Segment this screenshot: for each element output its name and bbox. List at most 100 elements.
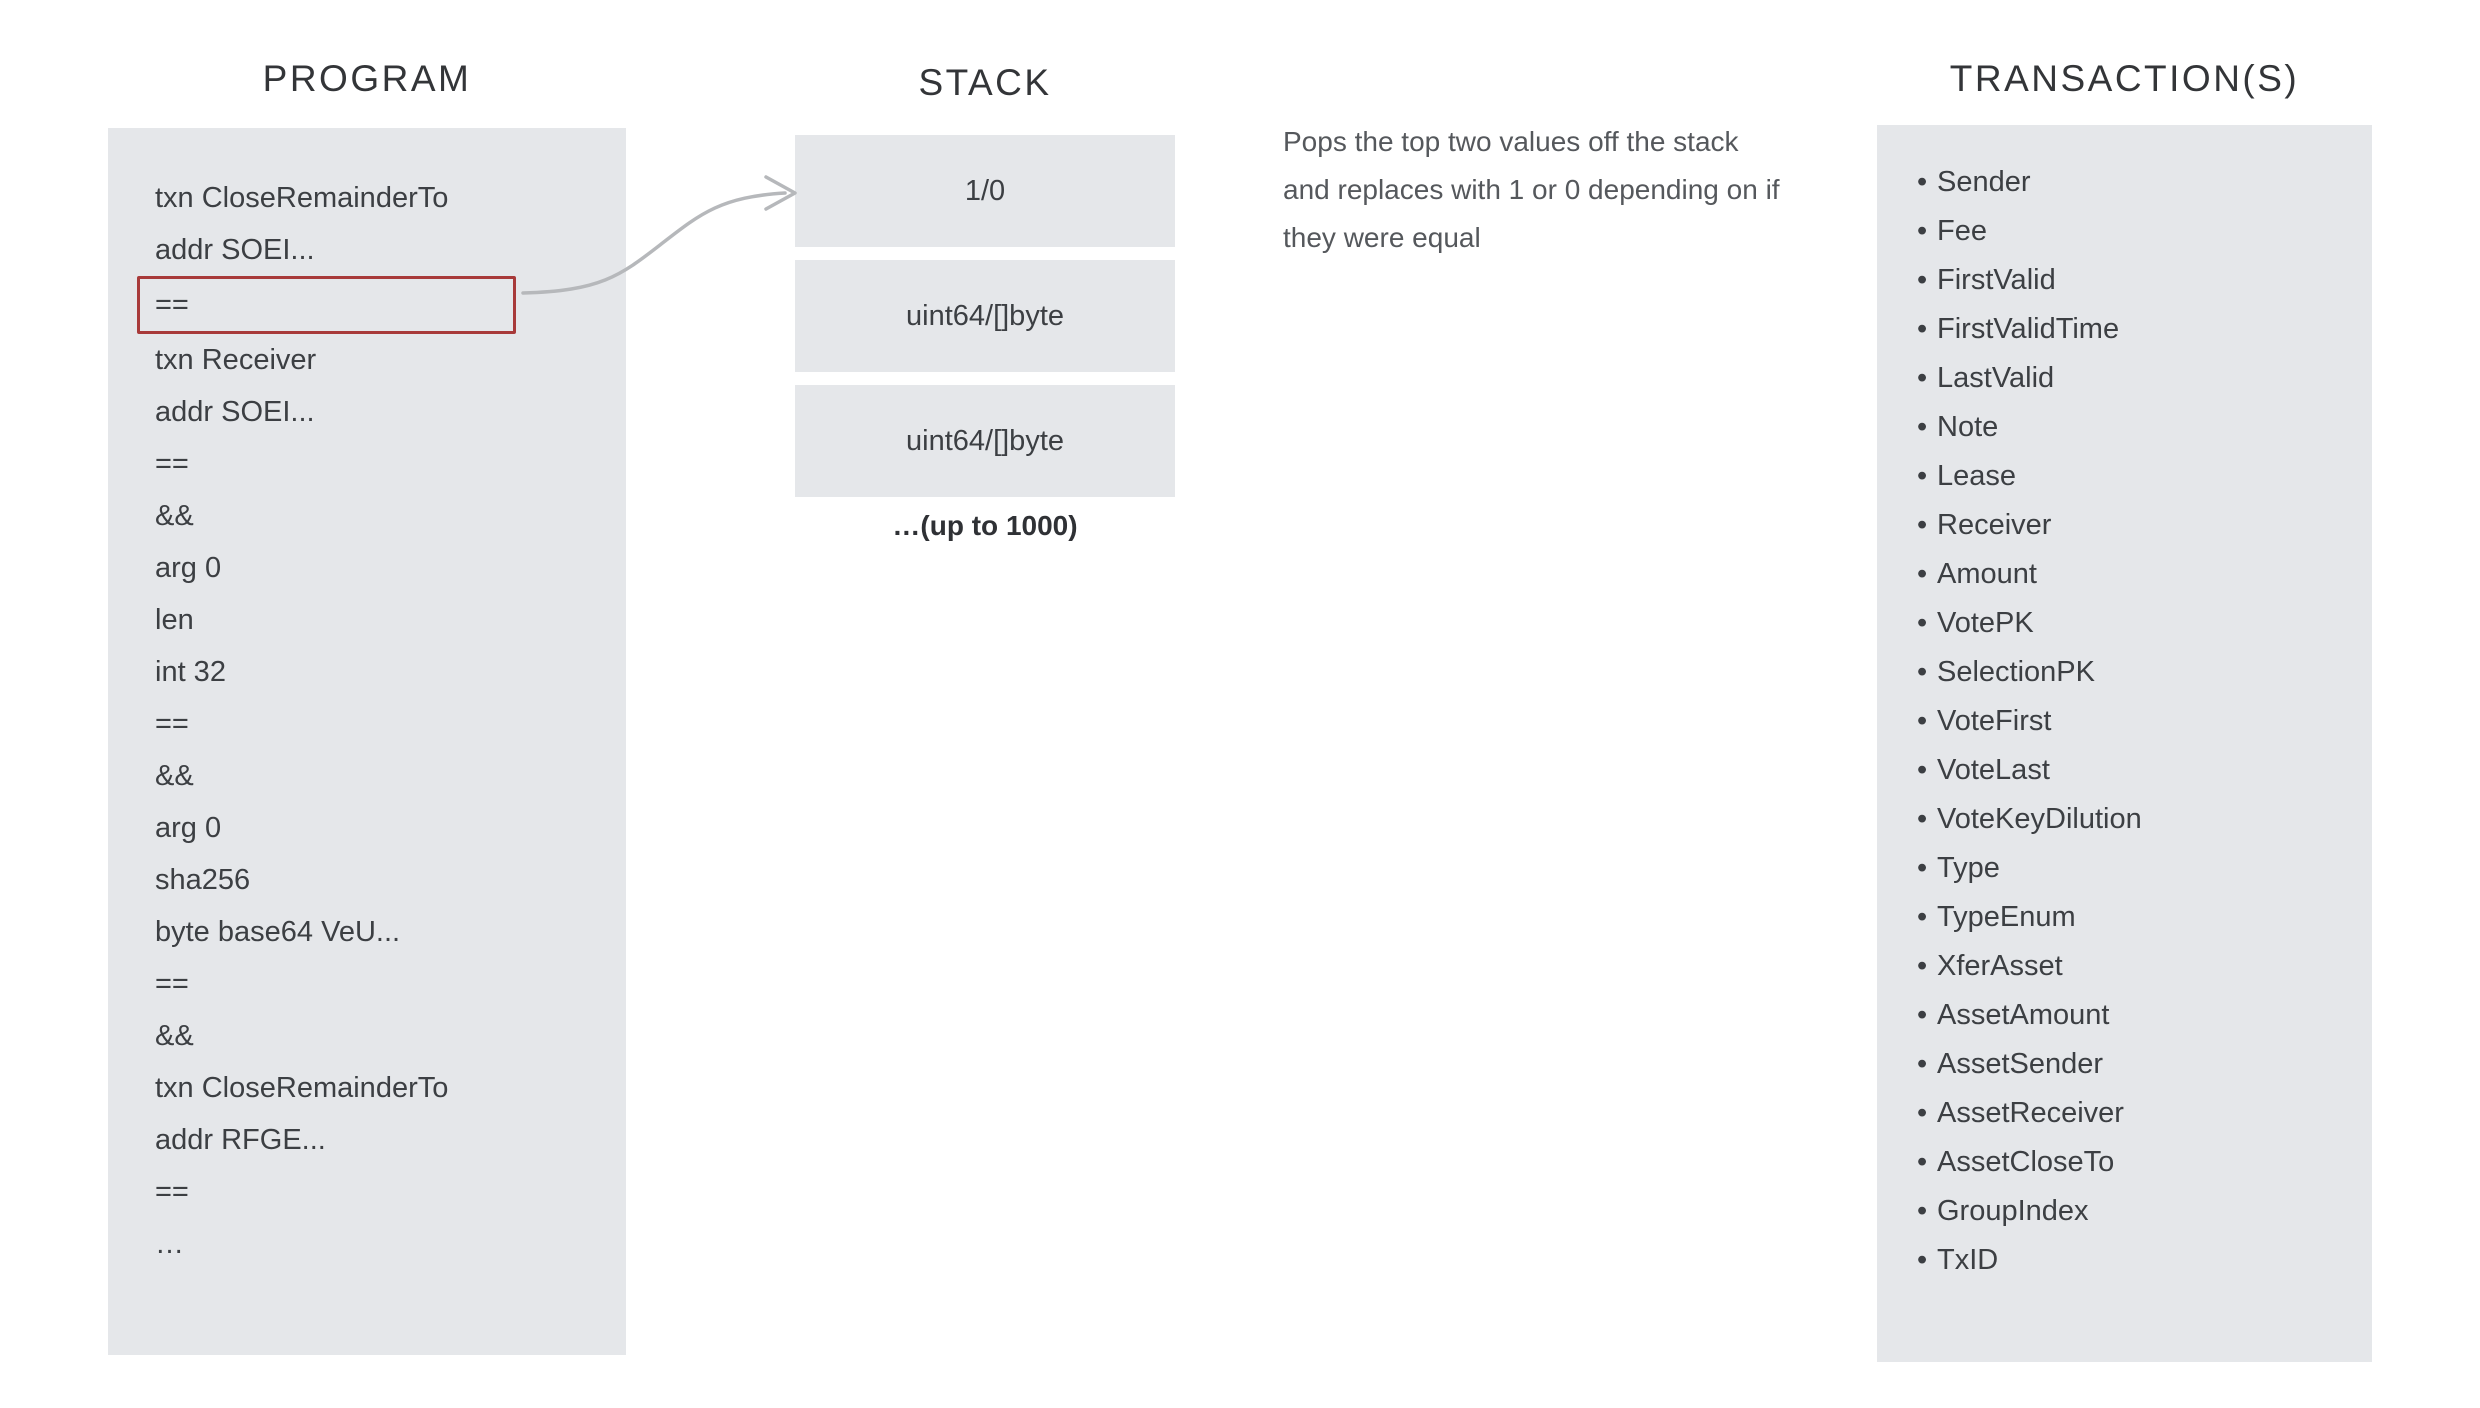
transaction-field-item: • AssetCloseTo xyxy=(1917,1138,2347,1187)
program-instruction-list: txn CloseRemainderTo addr SOEI... == txn Re… xyxy=(137,172,625,1270)
program-instruction: len xyxy=(155,604,194,636)
transaction-column-header: TRANSACTION(S) xyxy=(1949,58,2300,99)
transaction-field-label: VoteFirst xyxy=(1937,705,2052,737)
transaction-field-item: • LastValid xyxy=(1917,354,2347,403)
bullet-icon: • xyxy=(1917,166,1928,198)
stack-slot-middle: uint64/[]byte xyxy=(795,260,1175,372)
stack-slot-bottom: uint64/[]byte xyxy=(795,385,1175,497)
program-instruction: addr SOEI... xyxy=(155,234,315,266)
program-instruction: && xyxy=(155,1020,194,1052)
transaction-field-label: Amount xyxy=(1937,558,2037,590)
transaction-field-item: • TypeEnum xyxy=(1917,893,2347,942)
transaction-field-label: Lease xyxy=(1937,460,2017,492)
transaction-field-item: • Amount xyxy=(1917,550,2347,599)
transaction-field-item: • SelectionPK xyxy=(1917,648,2347,697)
bullet-icon: • xyxy=(1917,656,1928,688)
transaction-field-label: AssetCloseTo xyxy=(1937,1146,2115,1178)
bullet-icon: • xyxy=(1917,558,1928,590)
program-instruction: == xyxy=(155,448,189,480)
transaction-field-item: • VotePK xyxy=(1917,599,2347,648)
transaction-field-list: • Sender • Fee • FirstValid • FirstValidTime • La… xyxy=(1917,158,2347,1285)
bullet-icon: • xyxy=(1917,1195,1928,1227)
transaction-field-label: TxID xyxy=(1937,1244,1999,1276)
transaction-field-item: • TxID xyxy=(1917,1236,2347,1285)
transaction-field-item: • Sender xyxy=(1917,158,2347,207)
transaction-field-label: AssetReceiver xyxy=(1937,1097,2124,1129)
bullet-icon: • xyxy=(1917,754,1928,786)
bullet-icon: • xyxy=(1917,607,1928,639)
transaction-field-label: FirstValid xyxy=(1937,264,2056,296)
program-instruction: arg 0 xyxy=(155,812,222,844)
transaction-field-item: • Type xyxy=(1917,844,2347,893)
transaction-field-label: LastValid xyxy=(1937,362,2055,394)
transaction-field-label: XferAsset xyxy=(1937,950,2063,982)
transaction-field-item: • Lease xyxy=(1917,452,2347,501)
transaction-field-label: GroupIndex xyxy=(1937,1195,2089,1227)
program-column-header: PROGRAM xyxy=(262,58,472,99)
bullet-icon: • xyxy=(1917,264,1928,296)
transaction-field-item: • VoteKeyDilution xyxy=(1917,795,2347,844)
bullet-icon: • xyxy=(1917,215,1928,247)
program-instruction: txn CloseRemainderTo xyxy=(155,182,449,214)
program-instruction: && xyxy=(155,500,194,532)
bullet-icon: • xyxy=(1917,1048,1928,1080)
bullet-icon: • xyxy=(1917,803,1928,835)
bullet-icon: • xyxy=(1917,901,1928,933)
transaction-field-label: Type xyxy=(1937,852,2000,884)
program-instruction: txn CloseRemainderTo xyxy=(155,1072,449,1104)
transaction-field-item: • VoteFirst xyxy=(1917,697,2347,746)
bullet-icon: • xyxy=(1917,460,1928,492)
transaction-field-item: • Fee xyxy=(1917,207,2347,256)
transaction-field-label: SelectionPK xyxy=(1937,656,2095,688)
bullet-icon: • xyxy=(1917,509,1928,541)
stack-overflow-label: …(up to 1000) xyxy=(892,510,1078,541)
program-instruction: arg 0 xyxy=(155,552,222,584)
annotation-text: Pops the top two values off the stack an… xyxy=(1283,126,1780,253)
transaction-field-item: • AssetReceiver xyxy=(1917,1089,2347,1138)
program-instruction: int 32 xyxy=(155,656,226,688)
stack-slot-top: 1/0 xyxy=(795,135,1175,247)
bullet-icon: • xyxy=(1917,1244,1928,1276)
transaction-field-item: • VoteLast xyxy=(1917,746,2347,795)
transaction-field-label: VotePK xyxy=(1937,607,2034,639)
program-instruction: && xyxy=(155,760,194,792)
transaction-field-label: TypeEnum xyxy=(1937,901,2076,933)
transaction-field-label: Sender xyxy=(1937,166,2031,198)
transaction-field-label: Fee xyxy=(1937,215,1987,247)
program-instruction: == xyxy=(155,708,189,740)
transaction-field-label: Note xyxy=(1937,411,1999,443)
program-instruction: addr RFGE... xyxy=(155,1124,326,1156)
program-instruction: == xyxy=(155,968,189,1000)
transaction-field-item: • FirstValid xyxy=(1917,256,2347,305)
transaction-field-item: • Receiver xyxy=(1917,501,2347,550)
transaction-field-item: • FirstValidTime xyxy=(1917,305,2347,354)
program-instruction: == xyxy=(155,1176,189,1208)
bullet-icon: • xyxy=(1917,362,1928,394)
stack-column-header: STACK xyxy=(918,62,1052,103)
program-instruction-highlighted: == xyxy=(137,276,516,334)
transaction-field-item: • AssetAmount xyxy=(1917,991,2347,1040)
transaction-field-item: • AssetSender xyxy=(1917,1040,2347,1089)
transaction-field-label: Receiver xyxy=(1937,509,2052,541)
bullet-icon: • xyxy=(1917,950,1928,982)
transaction-field-label: VoteLast xyxy=(1937,754,2050,786)
bullet-icon: • xyxy=(1917,852,1928,884)
transaction-field-label: AssetSender xyxy=(1937,1048,2104,1080)
bullet-icon: • xyxy=(1917,999,1928,1031)
transaction-field-label: FirstValidTime xyxy=(1937,313,2120,345)
program-instruction: txn Receiver xyxy=(155,344,317,376)
bullet-icon: • xyxy=(1917,1097,1928,1129)
transaction-field-label: AssetAmount xyxy=(1937,999,2110,1031)
transaction-field-label: VoteKeyDilution xyxy=(1937,803,2142,835)
transaction-field-item: • XferAsset xyxy=(1917,942,2347,991)
bullet-icon: • xyxy=(1917,1146,1928,1178)
bullet-icon: • xyxy=(1917,411,1928,443)
bullet-icon: • xyxy=(1917,313,1928,345)
program-instruction: sha256 xyxy=(155,864,251,896)
transaction-field-item: • Note xyxy=(1917,403,2347,452)
program-instruction: byte base64 VeU... xyxy=(155,916,401,948)
program-instruction: … xyxy=(155,1228,186,1260)
bullet-icon: • xyxy=(1917,705,1928,737)
transaction-panel xyxy=(1877,125,2372,1362)
